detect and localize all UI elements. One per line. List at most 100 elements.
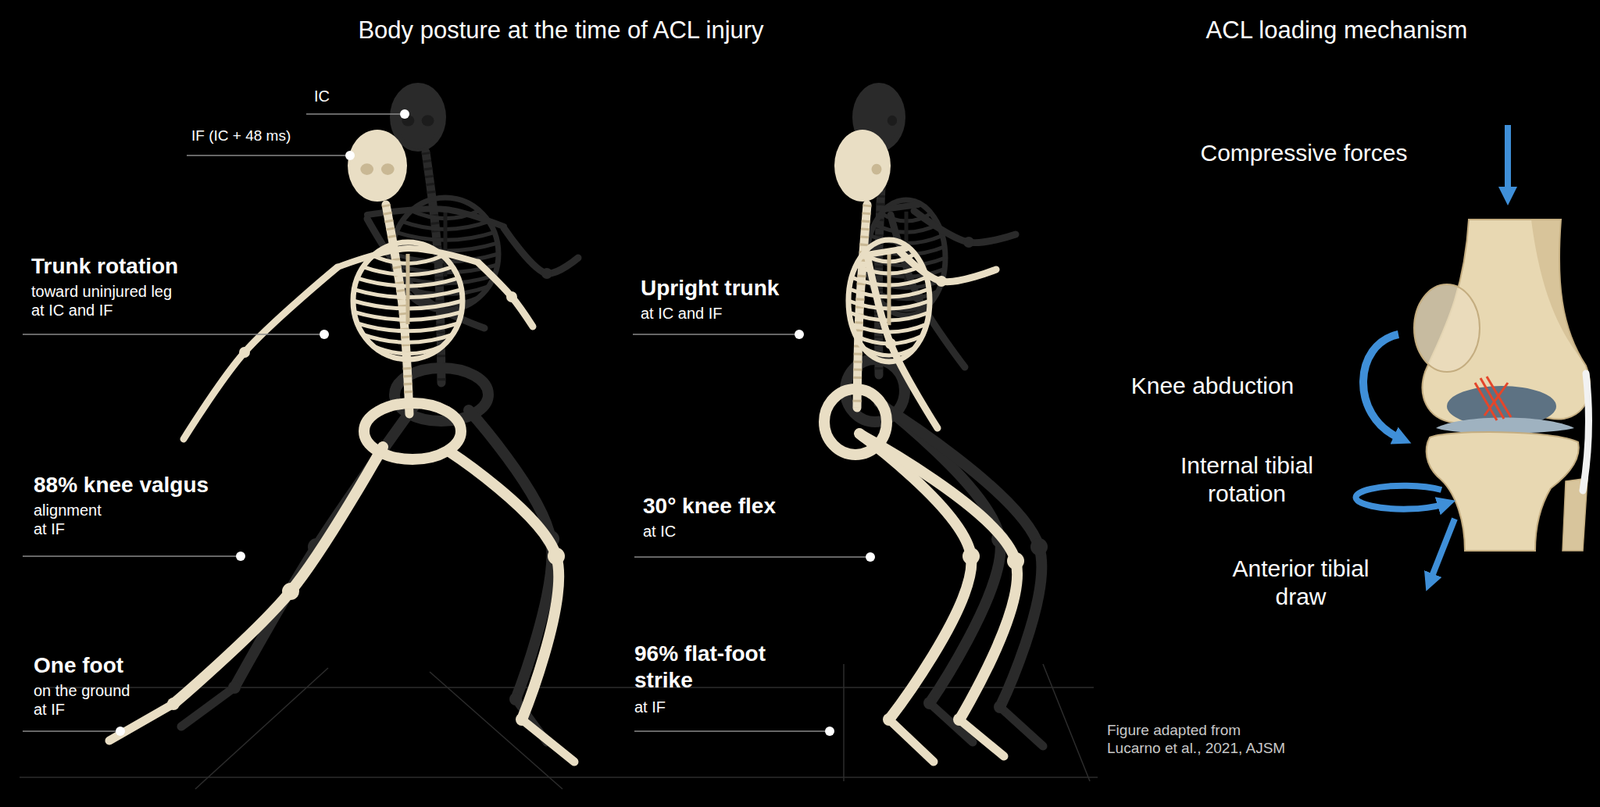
joint (963, 236, 975, 248)
callout-title: Trunk rotation (31, 253, 179, 280)
callout-title: 88% knee valgus (33, 471, 209, 499)
skull (834, 129, 891, 202)
joint (882, 713, 896, 726)
patella (1414, 284, 1480, 372)
bone (478, 262, 533, 327)
callout-detail: at IC (642, 521, 676, 541)
eye-socket (381, 163, 395, 175)
bone (959, 719, 1004, 757)
bone (109, 703, 174, 741)
figure-caption: Figure adapted from Lucarno et al., 2021… (1107, 721, 1295, 758)
leader-dot (400, 109, 410, 119)
skull (347, 129, 408, 202)
leader-line (22, 555, 236, 558)
label-slot: toward uninjured leg at IC and IF (31, 282, 180, 320)
joint (953, 713, 966, 726)
label-slot: Upright trunk (640, 275, 779, 302)
label-slot: Internal tibial rotation (1157, 451, 1337, 508)
acl-fiber (1484, 382, 1508, 416)
sternum (887, 252, 892, 326)
label-slot: Trunk rotation (31, 253, 179, 280)
rib (363, 334, 453, 343)
rib (372, 346, 443, 354)
sternum (443, 208, 448, 276)
caption-slot: Figure adapted from Lucarno et al., 2021… (1107, 721, 1295, 758)
label-slot: 88% knee valgus (33, 471, 209, 499)
femur-shading (1531, 219, 1586, 366)
leader-dot (794, 329, 804, 340)
joint (1030, 538, 1048, 556)
joint (239, 346, 250, 358)
jaw (400, 134, 435, 150)
joint (506, 291, 518, 303)
meniscus (1435, 417, 1575, 434)
leader-dot (319, 329, 329, 340)
rotation-arrow (1356, 485, 1443, 510)
label-slot: One foot (33, 652, 124, 679)
leader-line (22, 730, 116, 733)
leader-line (22, 333, 320, 336)
jaw (359, 183, 396, 200)
joint (509, 692, 522, 706)
force-label: Anterior tibial draw (1210, 554, 1391, 611)
floor-grid (19, 664, 1098, 790)
leader-dot (115, 726, 125, 736)
joint (1007, 552, 1025, 570)
callout-title: Upright trunk (640, 275, 779, 302)
label-slot: Compressive forces (1200, 139, 1408, 168)
joint (962, 547, 980, 565)
bone (449, 451, 559, 720)
sternum (406, 253, 411, 325)
eye-socket (871, 164, 883, 175)
joint (541, 267, 553, 279)
leader-line (634, 730, 825, 733)
callout-title: One foot (33, 652, 124, 679)
bone (859, 433, 972, 720)
eye-socket (421, 114, 435, 126)
label-slot: alignment at IF (33, 500, 112, 539)
knee-illustration (1356, 125, 1590, 579)
bone (1000, 707, 1043, 747)
floor-line (429, 671, 563, 790)
floor-line (1042, 664, 1090, 782)
phase-label: IF (IC + 48 ms) (191, 127, 291, 146)
eye-socket (887, 115, 897, 126)
label-slot: at IC (642, 521, 676, 541)
leader-line (634, 556, 866, 558)
leader-lines (22, 114, 866, 732)
label-slot: IF (IC + 48 ms) (191, 127, 291, 146)
joint (935, 275, 947, 287)
panel-heading: ACL loading mechanism (1206, 15, 1468, 45)
force-label: Knee abduction (1131, 371, 1295, 400)
leader-line (306, 113, 400, 115)
joint (282, 582, 300, 600)
bone (889, 719, 934, 762)
joint (885, 338, 897, 350)
bone (503, 228, 579, 274)
rib (357, 323, 458, 332)
rib-cage (353, 242, 463, 360)
leader-dot (825, 726, 835, 736)
skeleton (109, 129, 575, 762)
leader-dot (235, 551, 246, 561)
acl-ligament (1475, 376, 1511, 421)
joint (228, 681, 241, 694)
floor-line (195, 667, 329, 790)
floor-line (19, 776, 1098, 779)
eye-socket (360, 163, 374, 175)
bone (882, 406, 1042, 708)
bone (898, 250, 997, 283)
force-label: Compressive forces (1200, 139, 1408, 168)
joint (993, 700, 1007, 714)
callout-detail: at IF (634, 697, 666, 717)
label-slot: 30° knee flex (642, 492, 776, 520)
label-slot: IC (314, 86, 330, 106)
rib-cage (848, 239, 930, 362)
label-slot: on the ground at IF (33, 681, 140, 719)
bone (862, 435, 1018, 720)
bone (914, 210, 1016, 243)
abduction-arrow (1363, 334, 1399, 438)
floor-line (842, 664, 845, 782)
